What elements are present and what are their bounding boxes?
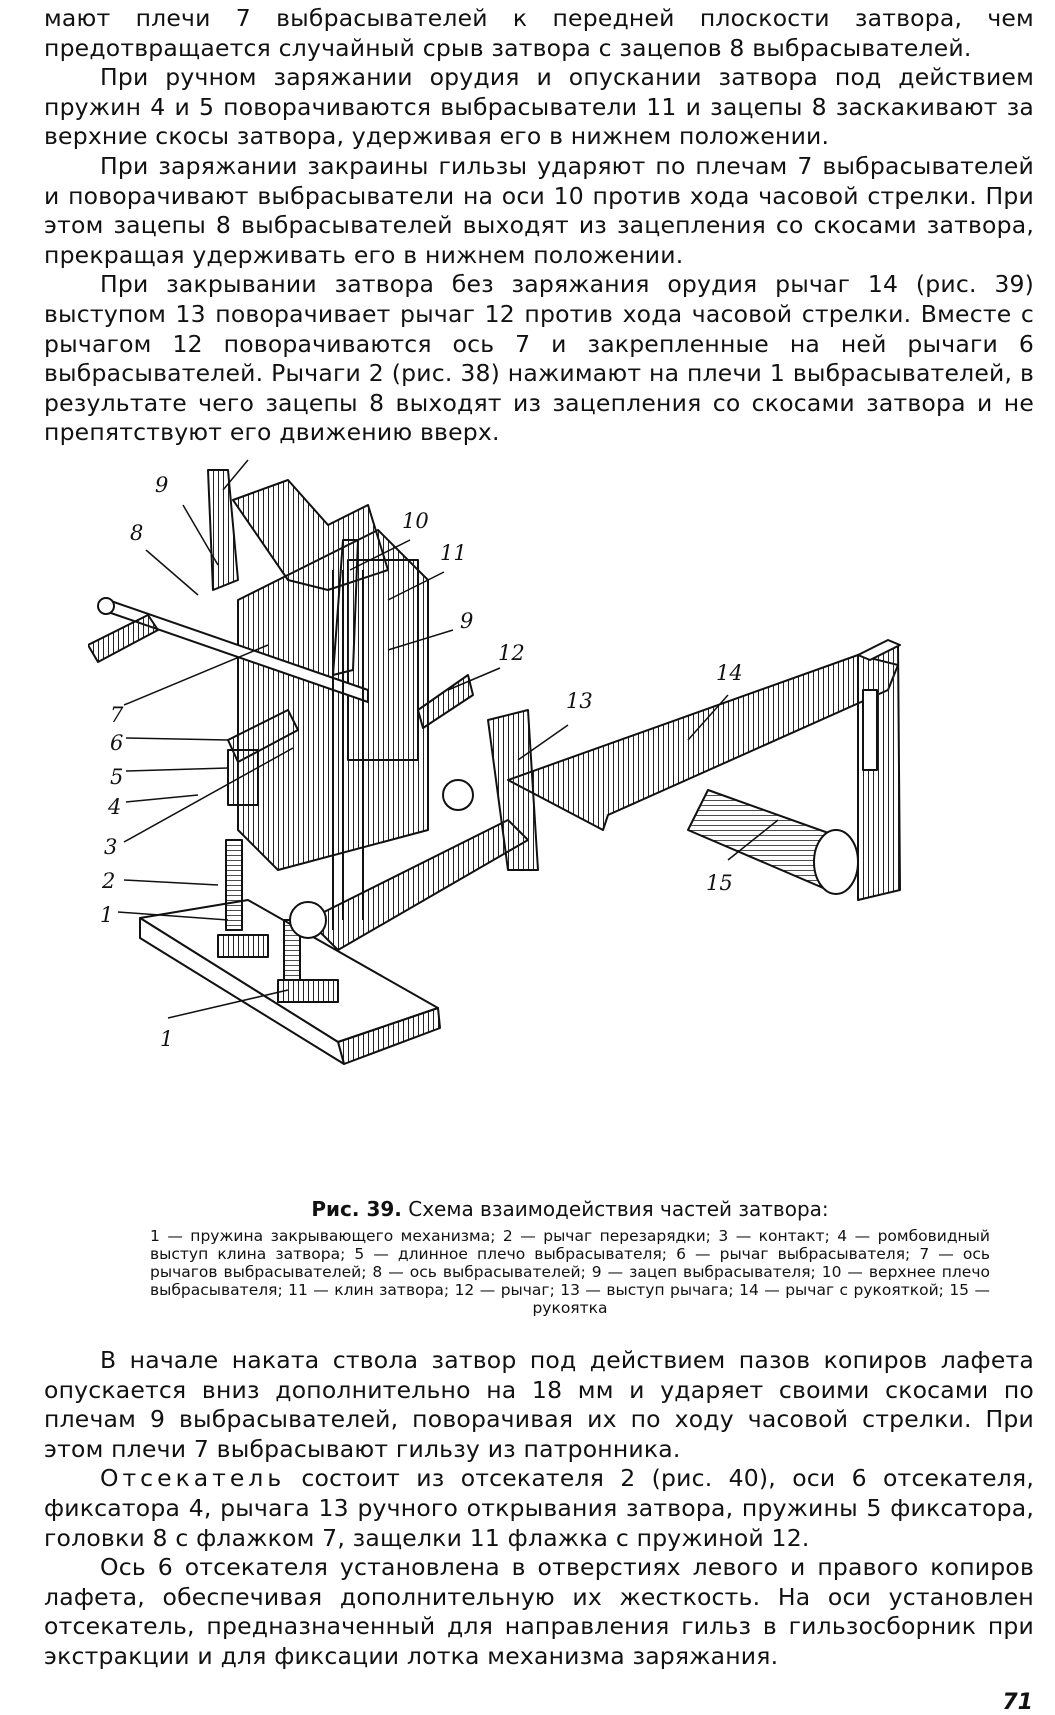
label-5: 5 [110,765,123,789]
label-12: 12 [498,641,525,665]
paragraph: Ось 6 отсекателя установлена в отверстия… [44,1553,1034,1670]
label-2: 2 [101,869,115,893]
top-text-block: мают плечи 7 выбрасывателей к передней п… [44,4,1034,448]
label-14: 14 [716,661,743,685]
paragraph-rest: состоит из отсекателя 2 (рис. 40), оси 6… [44,1464,1034,1552]
label-9: 9 [155,473,168,497]
page-number: 71 [1002,1690,1033,1715]
label-11: 11 [440,541,467,565]
figure-legend: 1 — пружина закрывающего механизма; 2 — … [150,1227,990,1317]
paragraph: При закрывании затвора без заряжания ору… [44,270,1034,447]
label-10b: 10 [402,509,429,533]
label-13: 13 [566,689,593,713]
label-1: 1 [100,903,113,927]
label-9b: 9 [460,609,473,633]
term-otsekatel: Отсекатель [100,1464,286,1493]
label-6: 6 [110,731,123,755]
label-1b: 1 [160,1027,173,1051]
lever-12 [417,674,474,729]
bottom-text-block: В начале наката ствола затвор под действ… [44,1346,1034,1672]
label-10: 10 [240,450,267,453]
paragraph: мают плечи 7 выбрасывателей к передней п… [44,4,1034,62]
spring-1 [225,839,301,981]
label-8: 8 [130,521,143,545]
label-15: 15 [706,871,733,895]
figure-caption: Рис. 39. Схема взаимодействия частей зат… [150,1197,990,1317]
paragraph: При ручном заряжании орудия и опускании … [44,63,1034,151]
label-4: 4 [107,795,121,819]
paragraph: В начале наката ствола затвор под действ… [44,1346,1034,1463]
label-3: 3 [104,835,117,859]
figure-label: Рис. 39. [311,1197,402,1221]
paragraph: При заряжании закраины гильзы ударяют по… [44,151,1034,269]
label-7: 7 [110,703,124,727]
handle-15 [687,789,859,895]
breech-mechanism-figure: 10 9 8 10 11 9 12 13 14 7 6 5 4 3 2 1 1 … [88,450,901,1065]
figure-title: Схема взаимодействия частей затвора: [408,1197,829,1221]
paragraph: Отсекатель состоит из отсекателя 2 (рис.… [44,1464,1034,1553]
